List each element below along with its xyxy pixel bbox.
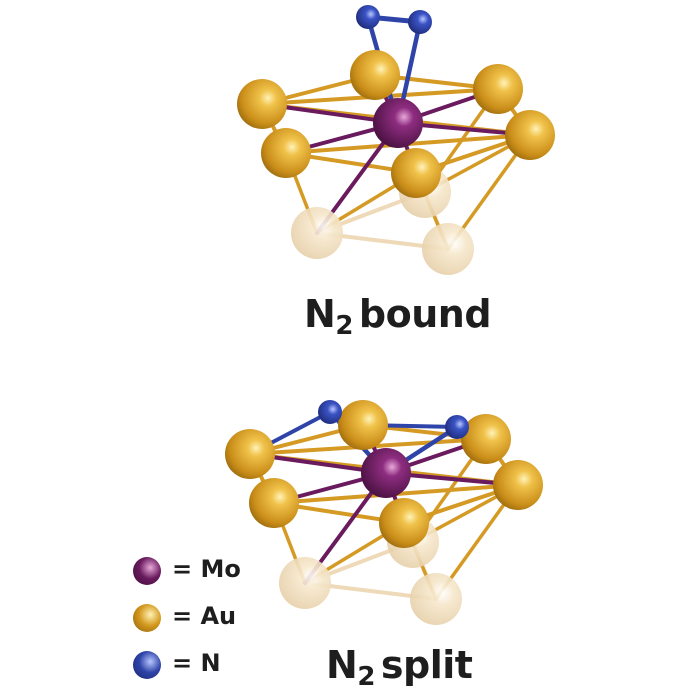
- atoms: [225, 5, 555, 625]
- caption-state: split: [380, 643, 473, 687]
- caption-element: N: [304, 292, 336, 336]
- n-swatch-icon: [133, 651, 161, 679]
- mo-swatch-icon: [133, 557, 161, 585]
- n-atom: [408, 10, 432, 34]
- au-atom: [461, 414, 511, 464]
- back-au-atom: [422, 223, 474, 275]
- au-atom: [505, 110, 555, 160]
- au-atom: [249, 478, 299, 528]
- back-au-atom: [410, 573, 462, 625]
- legend-label: = N: [172, 649, 221, 677]
- au-swatch-icon: [133, 604, 161, 632]
- au-atom: [237, 79, 287, 129]
- au-atom: [338, 400, 388, 450]
- caption-subscript: 2: [335, 311, 353, 341]
- legend: = Mo = Au = N: [120, 553, 260, 694]
- legend-item-n: = N: [120, 647, 260, 694]
- legend-label: = Au: [172, 602, 237, 630]
- n-atom: [445, 415, 469, 439]
- n-atom: [318, 400, 342, 424]
- legend-item-au: = Au: [120, 600, 260, 647]
- au-atom: [473, 64, 523, 114]
- caption-subscript: 2: [357, 662, 375, 692]
- legend-item-mo: = Mo: [120, 553, 260, 600]
- au-atom: [261, 128, 311, 178]
- back-au-atom: [279, 557, 331, 609]
- mo-atom: [361, 448, 411, 498]
- caption-state: bound: [358, 292, 492, 336]
- mo-atom: [373, 98, 423, 148]
- au-atom: [379, 498, 429, 548]
- au-atom: [391, 148, 441, 198]
- au-atom: [350, 50, 400, 100]
- back-au-atom: [291, 207, 343, 259]
- caption-element: N: [326, 643, 358, 687]
- legend-label: = Mo: [172, 555, 241, 583]
- au-atom: [225, 429, 275, 479]
- n-atom: [356, 5, 380, 29]
- au-atom: [493, 460, 543, 510]
